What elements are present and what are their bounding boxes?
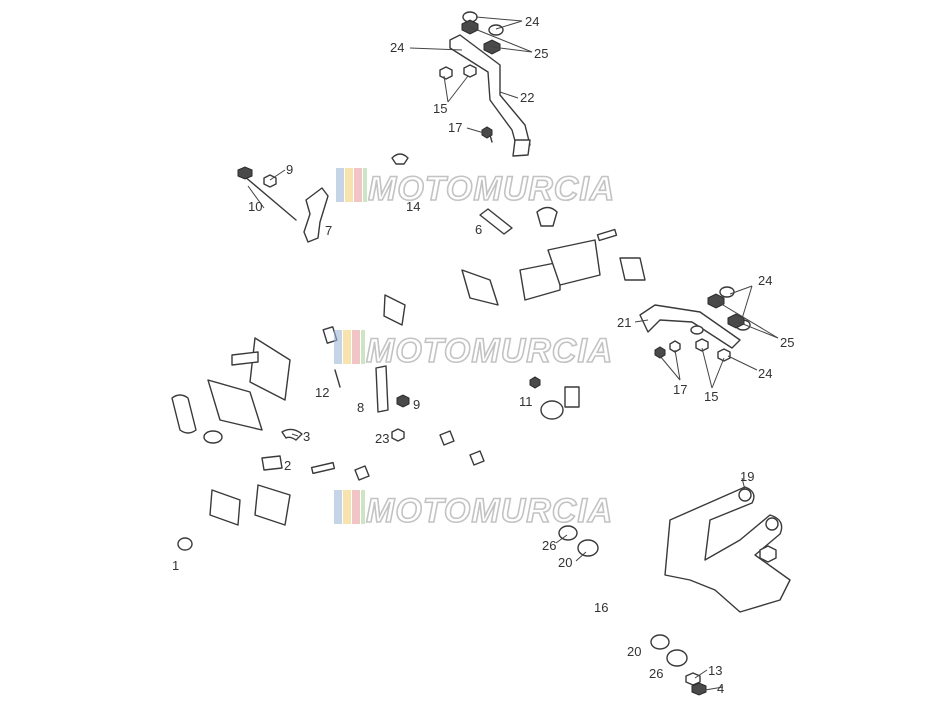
callout-16: 16 (594, 600, 608, 615)
callout-2: 2 (284, 458, 291, 473)
watermark-text: MOTOMURCIA (366, 332, 613, 370)
callout-25-right: 25 (780, 335, 794, 350)
main-frame (143, 191, 706, 552)
callout-9-lower: 9 (413, 397, 420, 412)
callout-25-top: 25 (534, 46, 548, 61)
callout-15-right: 15 (704, 389, 718, 404)
loose-parts (237, 153, 558, 471)
washer-icon (488, 24, 504, 36)
watermark-flag-icon (336, 168, 367, 202)
leader-lines (247, 16, 779, 691)
callout-26-lower: 26 (649, 666, 663, 681)
callout-11: 11 (519, 394, 533, 409)
callout-14: 14 (406, 199, 420, 214)
callout-20-lower: 20 (627, 644, 641, 659)
callout-1: 1 (172, 558, 179, 573)
watermark-flag-icon (334, 490, 365, 524)
watermark-top: MOTOMURCIA (336, 168, 615, 209)
callout-4: 4 (717, 681, 724, 696)
callout-24-left: 24 (390, 40, 404, 55)
callout-24-right-lower: 24 (758, 366, 772, 381)
watermark-text: MOTOMURCIA (368, 170, 615, 208)
watermark-middle: MOTOMURCIA (334, 330, 613, 371)
callout-19: 19 (740, 469, 754, 484)
callout-8: 8 (357, 400, 364, 415)
callout-21: 21 (617, 315, 631, 330)
callout-7: 7 (325, 223, 332, 238)
callout-15-upper: 15 (433, 101, 447, 116)
callout-17-right: 17 (673, 382, 687, 397)
callout-3: 3 (303, 429, 310, 444)
callout-6: 6 (475, 222, 482, 237)
watermark-bottom: MOTOMURCIA (334, 490, 613, 531)
callout-24-right-upper: 24 (758, 273, 772, 288)
callout-10: 10 (248, 199, 262, 214)
callout-13: 13 (708, 663, 722, 678)
callout-26-upper: 26 (542, 538, 556, 553)
side-rear-bracket (639, 286, 751, 362)
callout-20-upper: 20 (558, 555, 572, 570)
callout-22: 22 (520, 90, 534, 105)
swingarm (558, 486, 791, 696)
callout-17-upper: 17 (448, 120, 462, 135)
callout-12: 12 (315, 385, 329, 400)
callout-9-upper: 9 (286, 162, 293, 177)
callout-23: 23 (375, 431, 389, 446)
callout-24-top: 24 (525, 14, 539, 29)
callout-numbers: 1 2 3 4 6 7 8 9 9 10 11 12 13 14 15 15 1… (172, 14, 794, 696)
watermark-text: MOTOMURCIA (366, 492, 613, 530)
watermark-flag-icon (334, 330, 365, 364)
